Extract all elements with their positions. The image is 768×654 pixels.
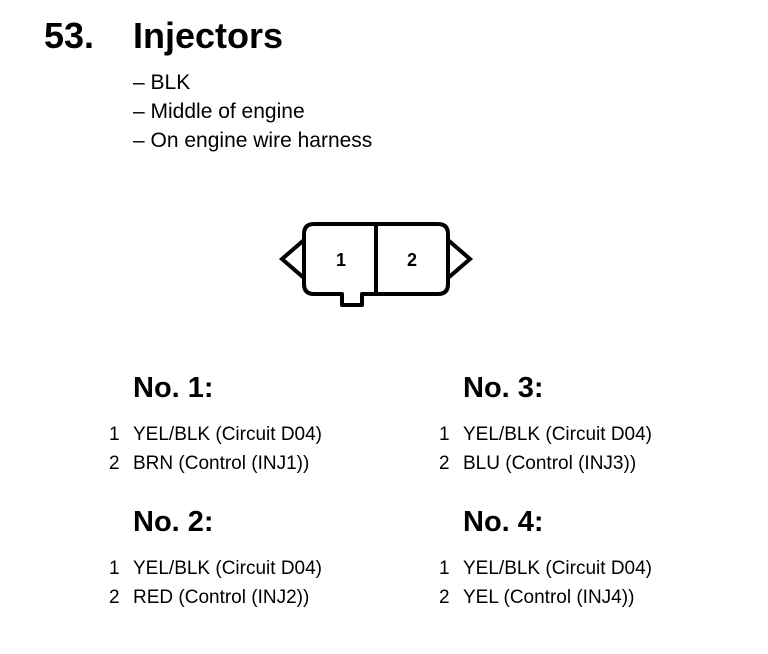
connector-notes: – BLK – Middle of engine – On engine wir…: [133, 68, 372, 155]
pin-description: YEL/BLK (Circuit D04): [463, 424, 653, 445]
injector-no1-group: No. 1: 1 YEL/BLK (Circuit D04) 2 BRN (Co…: [109, 370, 322, 478]
section-number: 53.: [44, 15, 95, 56]
pin-number: 2: [109, 453, 120, 474]
injector-no3-group: No. 3: 1 YEL/BLK (Circuit D04) 2 BLU (Co…: [439, 370, 652, 478]
pin-row: 1 YEL/BLK (Circuit D04): [439, 554, 652, 583]
pin-number: 1: [109, 424, 120, 445]
pin-row: 2 RED (Control (INJ2)): [109, 583, 322, 612]
page-title: Injectors: [133, 15, 284, 56]
injector-no2-group: No. 2: 1 YEL/BLK (Circuit D04) 2 RED (Co…: [109, 504, 322, 612]
pin-number: 2: [439, 587, 450, 608]
pin-number: 1: [109, 558, 120, 579]
pin-description: YEL (Control (INJ4)): [463, 587, 635, 608]
pin-row: 1 YEL/BLK (Circuit D04): [439, 420, 652, 449]
pin-description: RED (Control (INJ2)): [133, 587, 310, 608]
pin-description: YEL/BLK (Circuit D04): [133, 424, 323, 445]
group-title: No. 2:: [133, 506, 214, 538]
note-color: – BLK: [133, 71, 191, 94]
right-latch: [446, 238, 474, 280]
pin-description: YEL/BLK (Circuit D04): [463, 558, 653, 579]
pin-description: YEL/BLK (Circuit D04): [133, 558, 323, 579]
pin-number: 1: [439, 558, 450, 579]
connector-diagram: 1 2: [278, 222, 474, 307]
pin-number: 2: [439, 453, 450, 474]
group-title: No. 3:: [463, 372, 544, 404]
pin-row: 1 YEL/BLK (Circuit D04): [109, 554, 322, 583]
pin-description: BLU (Control (INJ3)): [463, 453, 637, 474]
pin-row: 1 YEL/BLK (Circuit D04): [109, 420, 322, 449]
group-title: No. 4:: [463, 506, 544, 538]
terminal-1: 1: [336, 250, 346, 270]
pin-row: 2 BLU (Control (INJ3)): [439, 449, 652, 478]
left-latch: [278, 238, 306, 280]
note-harness: – On engine wire harness: [133, 129, 373, 152]
note-location: – Middle of engine: [133, 100, 305, 123]
pin-number: 1: [439, 424, 450, 445]
pin-row: 2 BRN (Control (INJ1)): [109, 449, 322, 478]
terminal-2: 2: [407, 250, 417, 270]
group-title: No. 1:: [133, 372, 214, 404]
injector-no4-group: No. 4: 1 YEL/BLK (Circuit D04) 2 YEL (Co…: [439, 504, 652, 612]
pin-number: 2: [109, 587, 120, 608]
pin-description: BRN (Control (INJ1)): [133, 453, 310, 474]
pin-row: 2 YEL (Control (INJ4)): [439, 583, 652, 612]
connector-outline: [302, 222, 450, 307]
